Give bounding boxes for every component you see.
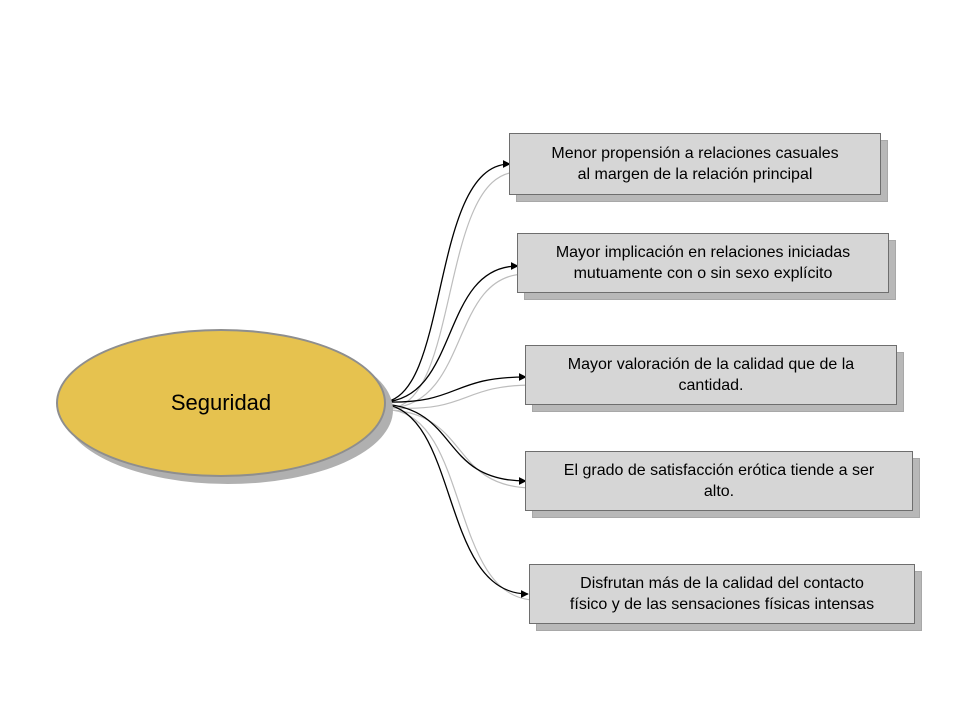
connector-5 <box>383 403 529 598</box>
node-5-line-2: físico y de las sensaciones físicas inte… <box>569 596 875 613</box>
connector-4 <box>383 403 527 485</box>
node-4-line-2: alto. <box>703 483 735 500</box>
node-5-line-1: Disfrutan más de la calidad del contacto <box>580 575 864 592</box>
node-3-line-2: cantidad. <box>678 377 744 394</box>
connector-1 <box>383 160 511 403</box>
node-2-line-1: Mayor implicación en relaciones iniciada… <box>555 244 851 261</box>
node-3: Mayor valoración de la calidad que de la… <box>525 345 897 405</box>
node-4: El grado de satisfacción erótica tiende … <box>525 451 913 511</box>
node-2-line-2: mutuamente con o sin sexo explícito <box>573 265 833 282</box>
connector-shadow-5 <box>391 409 537 604</box>
central-node: Seguridad <box>56 329 386 477</box>
connector-shadow-3 <box>391 381 535 410</box>
node-1: Menor propensión a relaciones casuales a… <box>509 133 881 195</box>
connector-shadow-4 <box>391 409 535 492</box>
connector-2 <box>383 262 519 403</box>
node-3-line-1: Mayor valoración de la calidad que de la <box>567 356 855 373</box>
node-1-line-2: al margen de la relación principal <box>577 166 813 183</box>
node-1-line-1: Menor propensión a relaciones casuales <box>551 145 839 162</box>
connector-shadow-1 <box>391 168 519 409</box>
central-node-label: Seguridad <box>170 390 272 415</box>
node-4-line-1: El grado de satisfacción erótica tiende … <box>563 462 875 479</box>
node-5: Disfrutan más de la calidad del contacto… <box>529 564 915 624</box>
node-2: Mayor implicación en relaciones iniciada… <box>517 233 889 293</box>
connector-shadow-2 <box>391 270 527 409</box>
connector-3 <box>383 373 527 403</box>
